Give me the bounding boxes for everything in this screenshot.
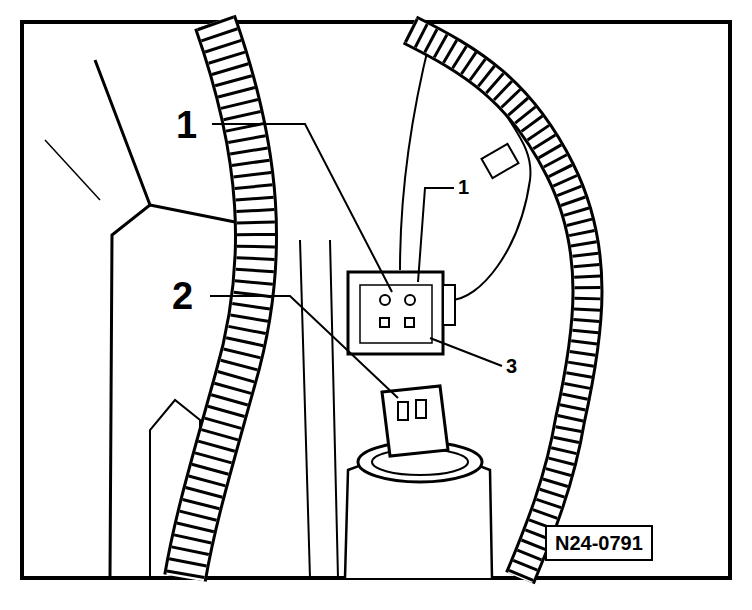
leader-line [210, 296, 398, 398]
sensor-plug [382, 386, 448, 456]
connector-housing [348, 272, 443, 354]
callout-number: 1 [174, 106, 199, 144]
figure-code: N24-0791 [555, 533, 643, 553]
hose-clip [482, 144, 519, 178]
wire [400, 40, 430, 270]
callout-number: 3 [504, 356, 519, 376]
leader-line [418, 188, 454, 282]
body-panel [45, 140, 100, 200]
callout-number: 1 [456, 177, 471, 197]
callout-number: 2 [170, 277, 195, 315]
pipe [300, 240, 338, 578]
figure-code-box: N24-0791 [545, 525, 653, 561]
frame [22, 22, 730, 578]
body-panel [95, 60, 150, 578]
leader-line [212, 124, 392, 292]
leader-line [430, 338, 502, 366]
